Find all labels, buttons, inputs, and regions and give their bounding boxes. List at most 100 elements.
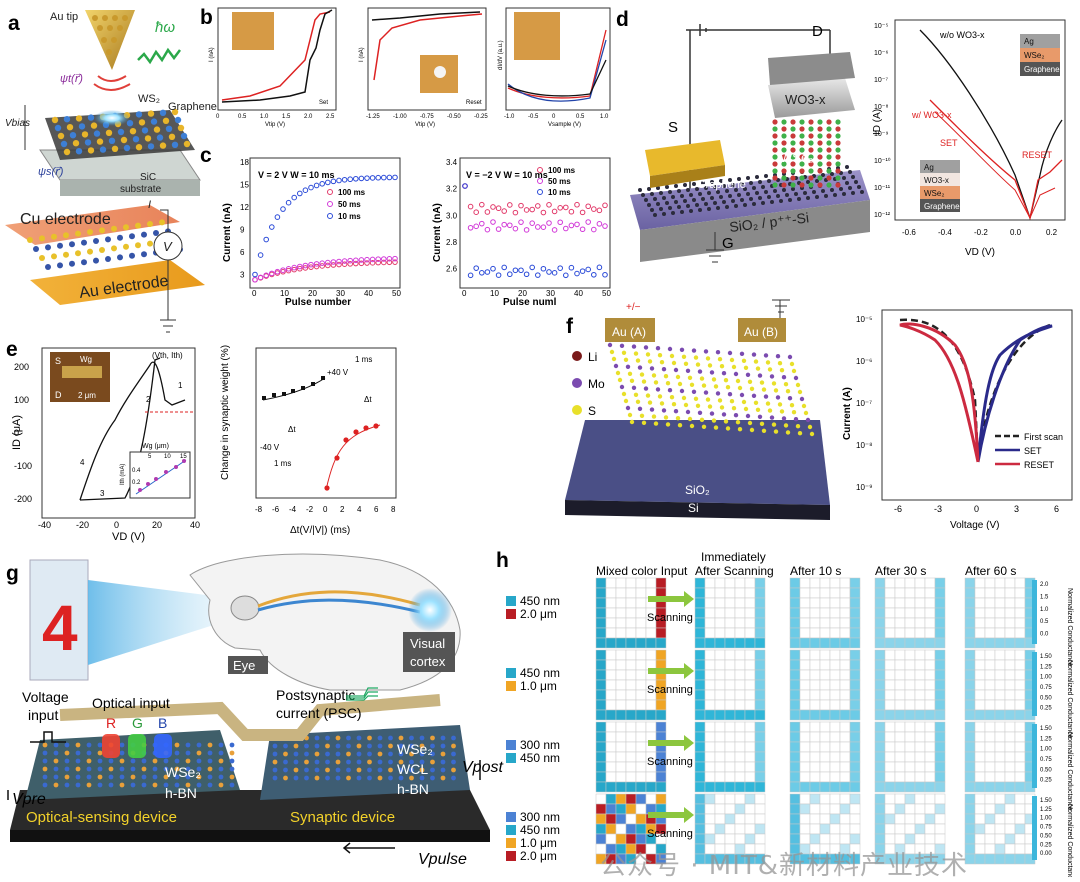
h-colorbar-tick: 1.50: [1040, 798, 1052, 804]
g-atom: [42, 750, 48, 756]
h-cell: [694, 637, 706, 649]
d-atom: [833, 193, 837, 197]
c1-point: [381, 259, 387, 266]
g-atom: [283, 743, 288, 749]
h-cell: [819, 781, 831, 793]
g-atom: [174, 766, 180, 772]
f-atom: [667, 388, 673, 393]
f-atom: [791, 368, 797, 374]
g-atom: [108, 758, 114, 764]
h-cell: [605, 637, 617, 649]
h-cell: [839, 731, 851, 743]
atom: [81, 131, 89, 138]
h-cell: [819, 833, 831, 845]
g-atom: [314, 743, 320, 749]
h-cell: [635, 833, 647, 845]
h-cell: [615, 577, 627, 589]
circuit-wire: [160, 209, 176, 333]
d-atom: [752, 186, 756, 190]
f-legend-text: First scan: [1024, 432, 1063, 442]
e1-inset-point: [182, 459, 186, 463]
h-cell: [789, 803, 801, 815]
b2-red-curve: [373, 13, 483, 81]
h-cell: [605, 617, 617, 629]
d-atom: [848, 170, 852, 174]
g-b-label: B: [158, 715, 167, 731]
atom: [93, 130, 101, 137]
h-cell: [754, 689, 766, 701]
h-cell: [605, 689, 617, 701]
h-cell: [964, 617, 976, 629]
h-cell: [605, 679, 617, 691]
f-atom: [635, 399, 641, 404]
h-cell: [874, 731, 886, 743]
c2-point: [479, 201, 485, 208]
h-cell: [839, 741, 851, 753]
h-cell: [734, 813, 746, 825]
h-cell: [904, 577, 916, 589]
h-cell: [809, 771, 821, 783]
c1-xtick: 20: [308, 289, 317, 298]
c1-point: [285, 267, 292, 274]
h-cell: [934, 793, 946, 805]
c1-point: [313, 263, 320, 270]
c1-point: [392, 259, 398, 265]
h-cell: [595, 649, 607, 661]
d-wse2-atom: [826, 147, 832, 153]
h-cell: [839, 813, 851, 825]
h-cell: [1014, 813, 1026, 825]
c1-point: [291, 266, 298, 273]
h-cell: [754, 853, 766, 865]
h-cell: [914, 649, 926, 661]
atom: [147, 110, 155, 117]
h-cell: [984, 823, 996, 835]
h-cell: [694, 669, 706, 681]
d-drain-electrode: [768, 52, 855, 85]
h-cell: [605, 751, 617, 763]
h-cell: [1014, 741, 1026, 753]
h-cell: [1004, 833, 1016, 845]
c2-point: [591, 206, 597, 212]
h-cell: [714, 659, 726, 671]
d-atom: [752, 202, 756, 206]
h-cell: [734, 781, 746, 793]
h-cell: [984, 669, 996, 681]
h-cell: [839, 607, 851, 619]
e2-xtick: -6: [272, 505, 280, 514]
h-cell: [724, 637, 736, 649]
d-atom: [650, 192, 654, 196]
c1-point: [392, 255, 398, 262]
d-wse2-atom: [817, 175, 823, 181]
c2-legend-marker: [537, 167, 543, 173]
h-cell: [734, 587, 746, 599]
e2-frame: [255, 347, 397, 499]
g-atom: [377, 759, 383, 765]
f-atom: [661, 367, 667, 372]
g-atom: [419, 751, 425, 757]
d-atom: [695, 203, 699, 207]
h-cell: [704, 709, 716, 721]
d-wse2-atom: [835, 154, 841, 160]
f-pm-label: +/−: [626, 302, 641, 313]
lattice-atom: [135, 222, 141, 229]
d-atom: [731, 183, 735, 187]
c1-point: [280, 206, 286, 212]
d-atom: [698, 208, 702, 212]
d-atom: [755, 175, 759, 179]
h-cell: [894, 597, 906, 609]
h-scanning-label: Scanning: [647, 828, 693, 840]
g-atom: [119, 774, 125, 780]
h-cell: [605, 761, 617, 773]
h-cell: [714, 679, 726, 691]
h-cell: [974, 813, 986, 825]
voltmeter-label: V: [163, 239, 173, 254]
h-colorbar-tick: 1.50: [1040, 726, 1052, 732]
f-atom: [649, 366, 655, 371]
h-cell: [625, 669, 637, 681]
lattice-atom: [57, 242, 63, 249]
h-cell: [829, 637, 841, 649]
h-cell: [724, 649, 736, 661]
h-cell: [714, 731, 726, 743]
f-atom: [717, 357, 723, 362]
h-cell: [829, 721, 841, 733]
